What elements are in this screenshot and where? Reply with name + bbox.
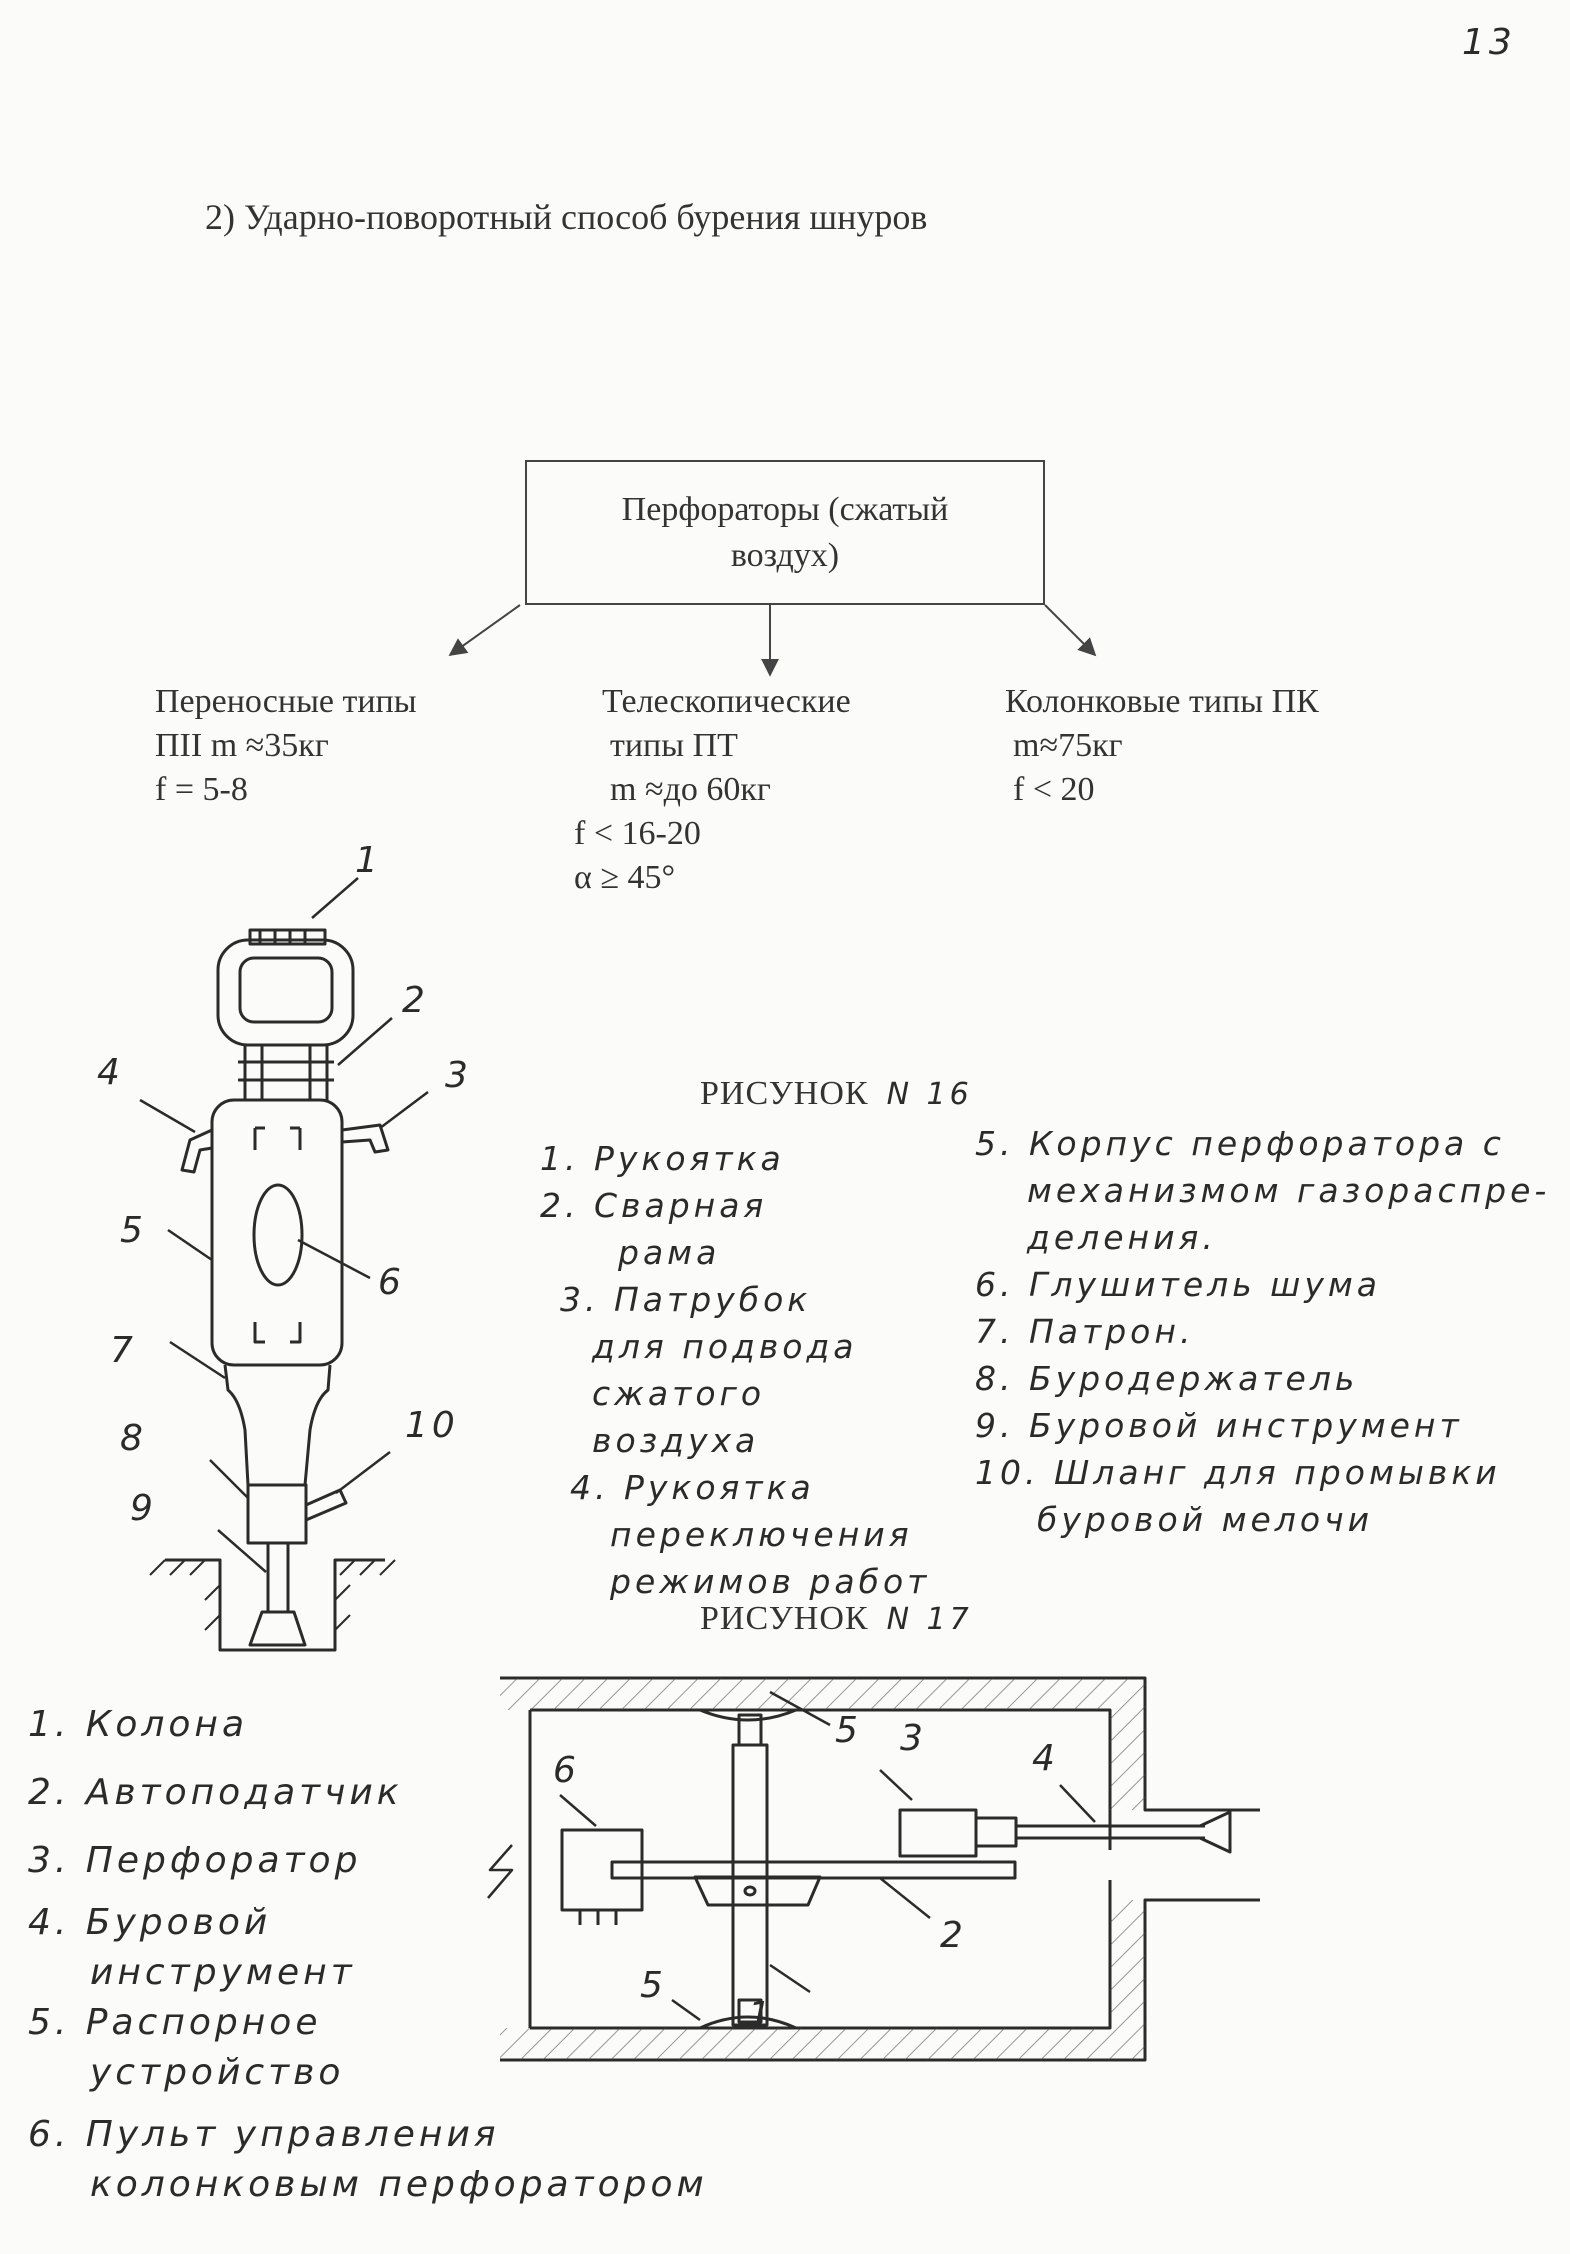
- callout-17-5-bottom: 5: [640, 1965, 667, 2006]
- handle-inner: [238, 956, 334, 1024]
- branch-column: Колонковые типы ПК m≈75кг f < 20: [1005, 680, 1319, 812]
- muffler: [252, 1183, 304, 1287]
- branch-line: Переносные типы: [155, 683, 417, 720]
- legend-item: колонковым перфоратором: [90, 2164, 708, 2205]
- legend-item: 8. Буродержатель: [975, 1359, 1359, 1398]
- column-clamp: [693, 1875, 822, 1907]
- callout-7: 7: [110, 1330, 137, 1371]
- figure17-title: РИСУНОК N 17: [700, 1600, 973, 1638]
- legend-item: 3. Патрубок: [560, 1280, 812, 1319]
- column: [731, 1743, 769, 2027]
- callout-3: 3: [445, 1055, 472, 1096]
- figure17-legend: 1. Колона 2. Автоподатчик 3. Перфоратор …: [28, 1700, 708, 2210]
- callout-17-6: 6: [553, 1750, 580, 1791]
- branch-line: ПІІ m ≈35кг: [155, 727, 329, 764]
- branch-line: типы ПТ: [610, 727, 738, 764]
- branch-line: m ≈до 60кг: [610, 771, 771, 808]
- branch-line: m≈75кг: [1013, 727, 1123, 764]
- legend-item: переключения: [610, 1515, 913, 1554]
- legend-item: 5. Корпус перфоратора с: [975, 1124, 1505, 1163]
- callout-17-4: 4: [1032, 1738, 1059, 1779]
- legend-item: режимов работ: [610, 1562, 931, 1601]
- callout-8: 8: [120, 1418, 147, 1459]
- legend-item: 6. Пульт управления: [28, 2114, 500, 2155]
- legend-item: механизмом газораспре-: [1027, 1171, 1551, 1210]
- branch-line: f < 16-20: [574, 815, 701, 852]
- figure16-drawing: [165, 928, 390, 1652]
- feed-beam: [610, 1860, 1017, 1880]
- legend-item: 1. Рукоятка: [540, 1139, 785, 1178]
- legend-item: сжатого: [592, 1374, 766, 1413]
- figure16-title: РИСУНОК N 16: [700, 1075, 973, 1113]
- drill-bit: [248, 1610, 307, 1647]
- branch-line: Колонковые типы ПК: [1005, 683, 1319, 720]
- legend-item: 9. Буровой инструмент: [975, 1406, 1463, 1445]
- spacer-bottom: [699, 2015, 797, 2030]
- figure16-leaders: [139, 877, 429, 1573]
- branch-portable: Переносные типы ПІІ m ≈35кг f = 5-8: [155, 680, 417, 812]
- legend-item: буровой мелочи: [1037, 1500, 1374, 1539]
- legend-item: 4. Буровой: [28, 1902, 272, 1943]
- legend-item: 10. Шланг для промывки: [975, 1453, 1501, 1492]
- callout-6: 6: [378, 1262, 405, 1303]
- branch-line: f = 5-8: [155, 771, 248, 808]
- root-line: воздух): [730, 536, 840, 574]
- branch-telescopic: Телескопические типы ПТ m ≈до 60кг f < 1…: [574, 680, 851, 900]
- root-box: Перфораторы (сжатый воздух): [525, 460, 1045, 605]
- legend-item: 4. Рукоятка: [570, 1468, 815, 1507]
- drill-holder: [246, 1483, 308, 1545]
- callout-9: 9: [130, 1488, 157, 1529]
- legend-item: деления.: [1027, 1218, 1217, 1257]
- handle-grip: [248, 928, 327, 946]
- legend-item: инструмент: [90, 1952, 356, 1993]
- figure17-leaders: [559, 1690, 1096, 2022]
- legend-item: воздуха: [592, 1421, 760, 1460]
- callout-1: 1: [355, 840, 382, 881]
- legend-item: 2. Сварная: [540, 1186, 768, 1225]
- arrow-right: [1044, 604, 1097, 657]
- callout-10: 10: [405, 1405, 459, 1446]
- borehole: [165, 1558, 385, 1652]
- legend-item: для подвода: [592, 1327, 858, 1366]
- figure16-legend-col2: 5. Корпус перфоратора с механизмом газор…: [975, 1120, 1550, 1543]
- floor-hatch: [500, 2028, 1145, 2060]
- figure17-title-label: РИСУНОК: [700, 1600, 869, 1637]
- callout-17-3: 3: [900, 1718, 927, 1759]
- spacer-top: [699, 1708, 797, 1722]
- roof-hatch: [500, 1678, 1145, 1710]
- callout-17-5-top: 5: [835, 1710, 862, 1751]
- callout-5: 5: [120, 1210, 147, 1251]
- legend-item: 2. Автоподатчик: [28, 1772, 403, 1813]
- figure16-legend-col1: 1. Рукоятка 2. Сварная рама 3. Патрубок …: [540, 1135, 930, 1605]
- callout-17-2: 2: [940, 1915, 967, 1956]
- perforator: [898, 1808, 978, 1858]
- figure17-number: N 17: [886, 1602, 973, 1637]
- branch-line: f < 20: [1013, 771, 1095, 808]
- perforator-body: [210, 1098, 344, 1367]
- legend-item: 3. Перфоратор: [28, 1840, 362, 1881]
- handle-outer: [216, 938, 355, 1047]
- root-line: Перфораторы (сжатый: [621, 490, 949, 528]
- classification-arrows: [448, 604, 1097, 677]
- control-panel: [560, 1828, 644, 1912]
- drill-bit-17: [1199, 1810, 1232, 1854]
- legend-item: 7. Патрон.: [975, 1312, 1195, 1351]
- callout-4: 4: [97, 1052, 124, 1093]
- legend-item: рама: [618, 1233, 721, 1272]
- legend-item: 6. Глушитель шума: [975, 1265, 1382, 1304]
- section-subtitle: 2) Ударно-поворотный способ бурения шнур…: [205, 197, 928, 237]
- figure16-title-label: РИСУНОК: [700, 1075, 869, 1112]
- page-number: 13: [1462, 22, 1516, 63]
- ground-hatch-16: [149, 1559, 396, 1631]
- legend-item: устройство: [90, 2052, 345, 2093]
- legend-item: 5. Распорное: [28, 2002, 322, 2043]
- figure16-number: N 16: [886, 1077, 973, 1112]
- arrow-left: [448, 604, 521, 657]
- callout-2: 2: [402, 980, 429, 1021]
- branch-line: α ≥ 45°: [574, 859, 676, 896]
- branch-line: Телескопические: [602, 683, 851, 720]
- callout-17-1: 1: [748, 1995, 775, 2036]
- legend-item: 1. Колона: [28, 1704, 249, 1745]
